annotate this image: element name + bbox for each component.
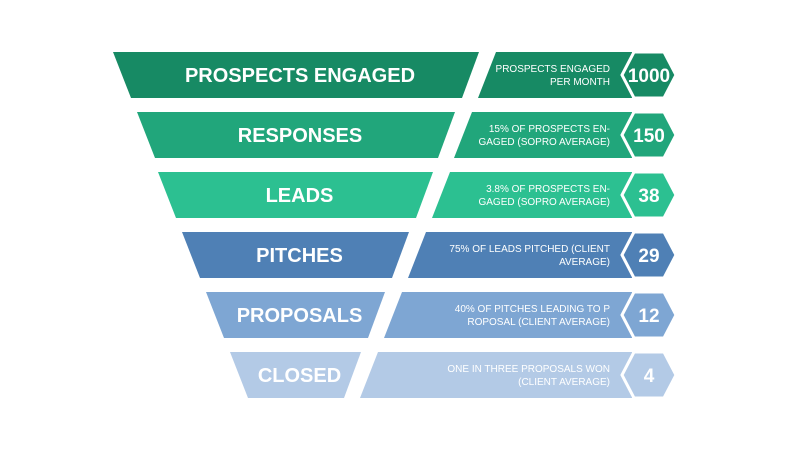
stage-description-panel: [360, 352, 632, 398]
funnel-stage: PROPOSALS 40% OF PITCHES LEADING TO P ROPO…: [206, 290, 678, 340]
stage-description-line-2: GAGED (SOPRO AVERAGE): [478, 137, 610, 148]
stage-value: 150: [633, 126, 665, 147]
stage-value: 4: [644, 366, 655, 387]
stage-label: PROPOSALS: [237, 305, 363, 327]
stage-description-panel: [432, 172, 632, 218]
stage-description-line-2: AVERAGE): [559, 257, 610, 268]
value-hexagon: [620, 50, 678, 100]
stage-description-line-2: ROPOSAL (CLIENT AVERAGE): [467, 317, 610, 328]
funnel-stage: LEADS 3.8% OF PROSPECTS EN- GAGED (SOPRO A…: [158, 170, 678, 220]
stage-description-panel: [478, 52, 632, 98]
funnel-stage: RESPONSES 15% OF PROSPECTS EN- GAGED (SOPR…: [137, 110, 678, 160]
value-hexagon: [620, 350, 678, 400]
stage-band: [206, 292, 385, 338]
stage-label: PITCHES: [256, 245, 343, 267]
stage-band: [137, 112, 455, 158]
stage-description-line-1: 3.8% OF PROSPECTS EN-: [486, 184, 610, 195]
funnel-stage: PITCHES 75% OF LEADS PITCHED (CLIENT AVERA…: [182, 230, 678, 280]
value-hexagon: [620, 230, 678, 280]
stage-description-panel: [454, 112, 632, 158]
stage-value: 12: [638, 306, 659, 327]
value-hexagon: [620, 110, 678, 160]
stage-label: RESPONSES: [238, 125, 362, 147]
stage-value: 29: [638, 246, 659, 267]
stage-description-line-1: ONE IN THREE PROPOSALS WON: [447, 364, 610, 375]
stage-value: 38: [638, 186, 659, 207]
stage-description-line-1: 75% OF LEADS PITCHED (CLIENT: [449, 244, 610, 255]
stage-label: PROSPECTS ENGAGED: [185, 65, 415, 87]
stage-description-panel: [384, 292, 632, 338]
stage-description-line-2: GAGED (SOPRO AVERAGE): [478, 197, 610, 208]
stage-description-line-2: (CLIENT AVERAGE): [518, 377, 610, 388]
stage-band: [230, 352, 361, 398]
stage-band: [158, 172, 433, 218]
stage-description-line-2: PER MONTH: [550, 77, 610, 88]
stage-value: 1000: [628, 66, 670, 87]
stage-label: LEADS: [266, 185, 334, 207]
stage-band: [182, 232, 409, 278]
funnel-stage: PROSPECTS ENGAGED PROSPECTS ENGAGED PER MO…: [113, 50, 678, 100]
stage-band: [113, 52, 479, 98]
stage-description-line-1: PROSPECTS ENGAGED: [496, 64, 610, 75]
stage-description-panel: [408, 232, 632, 278]
value-hexagon: [620, 290, 678, 340]
stage-label: CLOSED: [258, 365, 341, 387]
stage-description-line-1: 40% OF PITCHES LEADING TO P: [455, 304, 611, 315]
stage-description-line-1: 15% OF PROSPECTS EN-: [489, 124, 610, 135]
funnel-stage: CLOSED ONE IN THREE PROPOSALS WON (CLIENT …: [230, 350, 678, 400]
value-hexagon: [620, 170, 678, 220]
